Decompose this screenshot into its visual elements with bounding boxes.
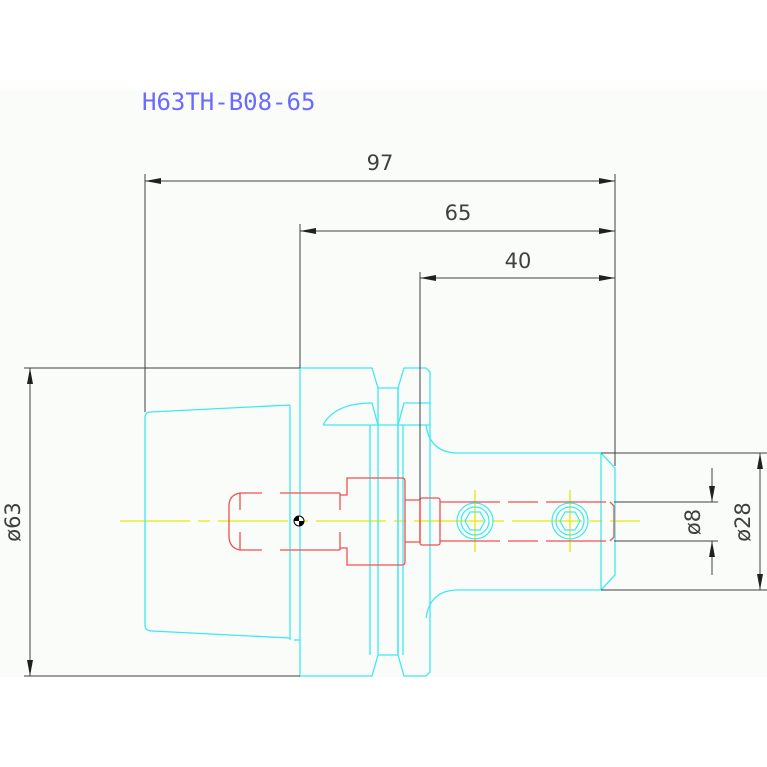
set-screw-1 xyxy=(456,502,494,540)
holder-body-outline xyxy=(144,367,616,677)
centerline xyxy=(120,490,640,552)
bore-outline xyxy=(228,477,615,566)
gauge-point-icon xyxy=(293,515,305,527)
dimension-shank-diameter: ø28 xyxy=(731,502,755,542)
dimension-bore-diameter: ø8 xyxy=(681,509,705,535)
dimension-flange-diameter: ø63 xyxy=(1,502,25,542)
drawing-area-background xyxy=(0,90,767,677)
dimension-overall-length: 97 xyxy=(367,151,394,175)
drawing-title: H63TH-B08-65 xyxy=(142,88,315,116)
dimension-gauge-length: 65 xyxy=(445,201,472,225)
dimension-shank-length: 40 xyxy=(505,249,532,273)
dimension-lines xyxy=(24,174,767,677)
set-screw-2 xyxy=(551,502,589,540)
